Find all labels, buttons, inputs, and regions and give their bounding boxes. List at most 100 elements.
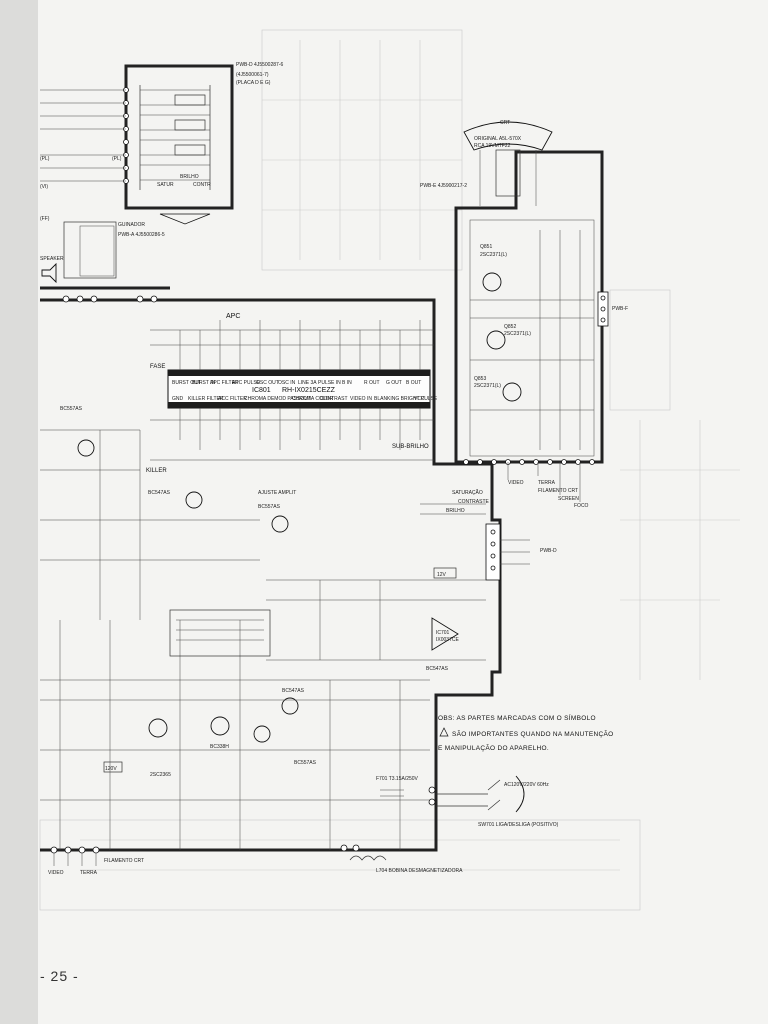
speaker-icon — [41, 262, 57, 284]
pwb-d-alt: (4J5500061-7) — [236, 72, 269, 78]
main-board-outline — [40, 286, 502, 852]
ic801-pin-label: APC PULSE — [232, 380, 261, 386]
foco-label: FOCO — [574, 503, 589, 509]
pwb-d-link-connector: PWB-D — [420, 503, 557, 581]
crt-socket: CRT ORIGINAL A5L-570X RCA 19VMTF22 — [463, 120, 553, 206]
ic801-pin-label: OSC IN — [278, 380, 296, 386]
ic801-pin-label: PULSE IN — [318, 380, 341, 386]
ic701-part: IX0037CE — [436, 637, 459, 643]
filamento-bottom-label: FILAMENTO CRT — [104, 858, 144, 864]
ajuste-amplit-label: AJUSTE AMPLIT — [258, 490, 296, 496]
svg-text:(FF): (FF) — [40, 216, 50, 222]
q852-ref: Q852 — [504, 324, 516, 330]
ic801-pin-label: VIDEO IN — [350, 396, 372, 402]
q702-part: BC338H — [210, 744, 229, 750]
q851-ref: Q851 — [480, 244, 492, 250]
terra-label: TERRA — [538, 480, 556, 486]
q853-ref: Q853 — [474, 376, 486, 382]
pwb-d-label-brilho: BRILHO — [180, 174, 199, 180]
speaker-label: SPEAKER — [40, 256, 64, 262]
filamento-label: FILAMENTO CRT — [538, 488, 578, 494]
pwb-e-right-connector: PWB-F — [597, 291, 628, 327]
brilho-label: BRILHO — [446, 508, 465, 514]
120v-label: 120V — [105, 766, 117, 772]
maintenance-note: OBS: AS PARTES MARCADAS COM O SÍMBOLO SÃ… — [438, 713, 613, 752]
sw701-label: SW701 LIGA/DESLIGA (POSITIVO) — [478, 822, 559, 828]
q852-part: 2SC2371(L) — [504, 331, 531, 337]
q851-part: 2SC2371(L) — [480, 252, 507, 258]
crt-label: CRT — [500, 120, 510, 126]
q402-part: BC557AS — [60, 406, 83, 412]
pwb-d-placa: (PLACA D E G) — [236, 80, 271, 86]
q604-part: BC547AS — [148, 490, 171, 496]
ic801-ref: IC801 — [252, 387, 271, 394]
pwb-d-label-contr: CONTR — [193, 182, 211, 188]
show-through-lines — [39, 29, 740, 911]
ic801-top-pin-labels: BURST OUT BURST IN APC FILTER APC PULSE … — [172, 380, 421, 386]
q705-part: BC557AS — [294, 760, 317, 766]
q853-part: 2SC2371(L) — [474, 383, 501, 389]
ic801-part: RH-IX0215CEZZ — [282, 387, 336, 394]
pwb-a-label: GUINADOR — [118, 222, 145, 228]
pwb-f-label: PWB-F — [612, 306, 628, 312]
ic801-pin-label: R OUT — [364, 380, 380, 386]
ic801-pin-label: CHROMA COLOR — [292, 396, 334, 402]
apc-label: APC — [226, 313, 240, 320]
rgb-driver-transistors: Q851 2SC2371(L) Q852 2SC2371(L) Q853 2SC… — [474, 244, 531, 402]
ic801-pin-label: VCC — [414, 396, 425, 402]
sub-brilho-label: SUB-BRILHO — [392, 444, 429, 450]
terra-bottom-label: TERRA — [80, 870, 98, 876]
pwb-a-board: GUINADOR PWB-A 4J5500286-5 SPEAKER — [40, 221, 165, 284]
ic801-pin-label: BLANKING BRIGHT PULSE — [374, 396, 438, 402]
ic801-pin-label: APC FILTER — [210, 380, 239, 386]
ac-input-section: AC120V/220V 60Hz SW701 LIGA/DESLIGA (POS… — [340, 775, 559, 874]
power-section: 2SC2365 BC338H BC547AS BC557AS 120V — [40, 609, 430, 850]
video-bottom-label: VIDEO — [48, 870, 64, 876]
obs-line-1: OBS: AS PARTES MARCADAS COM O SÍMBOLO — [438, 713, 596, 722]
screen-label: SCREEN — [558, 496, 579, 502]
ic701-regulator: IC701 IX0037CE 12V BC547AS — [266, 567, 486, 672]
pwb-d-link-label: PWB-D — [540, 548, 557, 554]
ic801-chroma-processor: APC FASE IC801 RH-IX0215CEZZ BURST OUT B… — [150, 313, 438, 461]
ic801-pin-label: BURST IN — [192, 380, 216, 386]
f701-label: F701 T3.15A/250V — [376, 776, 419, 782]
fase-label: FASE — [150, 364, 165, 370]
pwb-d-label-satur: SATUR — [157, 182, 174, 188]
obs-line-3: E MANIPULAÇÃO DO APARELHO. — [438, 743, 549, 752]
pwb-d-board: PWB-D 4J5500287-6 (4J5500061-7) (PLACA D… — [123, 62, 283, 225]
bottom-connectors: VIDEO TERRA FILAMENTO CRT — [48, 846, 144, 876]
pwb-a-ref: PWB-A 4J5500286-5 — [118, 232, 165, 238]
pwb-e-board: PWB-E 4J5900217-2 CRT ORIGINAL A5L-570X … — [420, 120, 628, 509]
ic801-pin-label: ACC FILTER — [218, 396, 247, 402]
ic701-ref: IC701 — [436, 630, 450, 636]
ic801-pin-label: CHROMA DEMOD PASSOUT — [244, 396, 311, 402]
contraste-label: CONTRASTE — [458, 499, 490, 505]
l704-label: L704 BOBINA DESMAGNETIZADORA — [376, 868, 463, 874]
q704-part: BC547AS — [282, 688, 305, 694]
video-label: VIDEO — [508, 480, 524, 486]
ic801-pin-label: CONTRAST — [320, 396, 348, 402]
svg-text:(PL): (PL) — [112, 156, 122, 162]
page-binding-margin — [0, 0, 38, 1024]
q705b-part: BC547AS — [426, 666, 449, 672]
left-feed-wires: (PL) (PL) (VI) (FF) — [40, 89, 126, 222]
ic801-pin-label: B IN — [342, 380, 352, 386]
ic801-pin-label: B OUT — [406, 380, 421, 386]
12v-label: 12V — [437, 572, 447, 578]
saturacao-label: SATURAÇÃO — [452, 489, 483, 496]
ic801-pin-label: GND — [172, 396, 184, 402]
pwb-d-potentiometers — [139, 85, 211, 190]
killer-label: KILLER — [146, 468, 167, 474]
pwb-e-bottom-pins — [463, 459, 595, 465]
crt-alt: RCA 19VMTF22 — [474, 143, 511, 149]
ic801-pin-label: G OUT — [386, 380, 402, 386]
crt-part: ORIGINAL A5L-570X — [474, 136, 522, 142]
ic801-pin-label: LINE 3A — [298, 380, 317, 386]
ic801-bottom-pin-labels: GND KILLER FILTER ACC FILTER CHROMA DEMO… — [172, 396, 438, 402]
ac-input-label: AC120V/220V 60Hz — [504, 782, 549, 788]
q701-part: 2SC2365 — [150, 772, 171, 778]
ic801-pin-label: BURST OUT — [172, 380, 201, 386]
svg-text:(VI): (VI) — [40, 184, 48, 190]
